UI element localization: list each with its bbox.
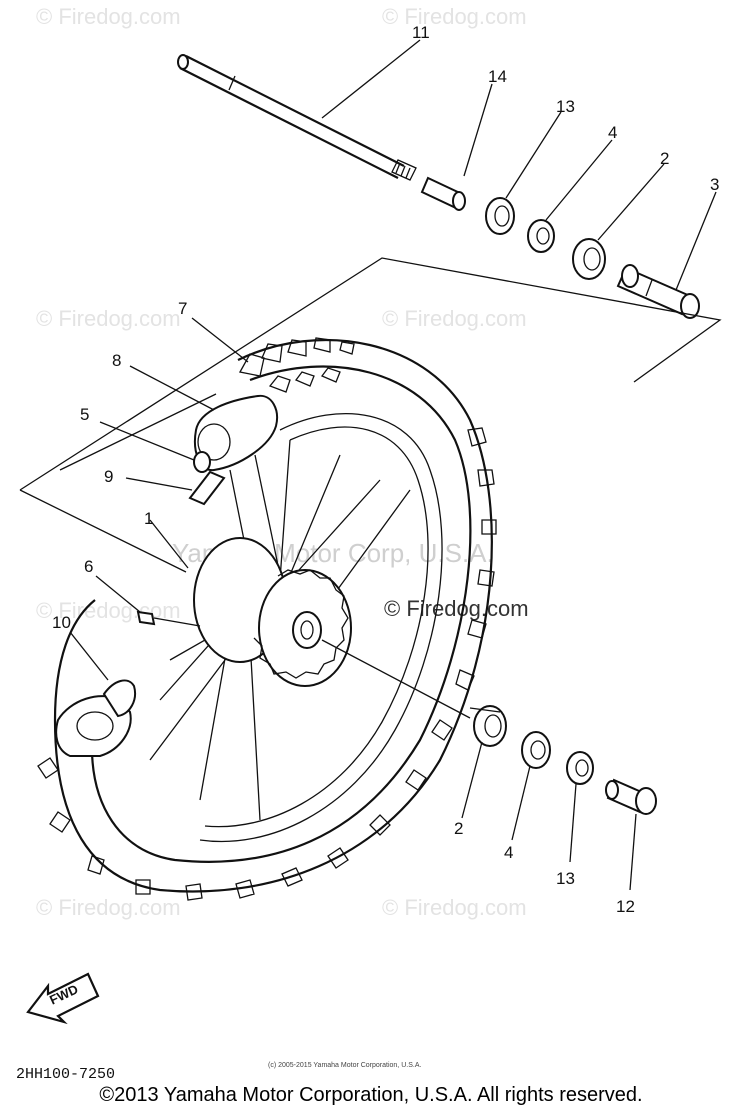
watermark-center: © Firedog.com [384,596,529,621]
watermark: © Firedog.com [36,895,181,920]
oil-seal-part-lower [566,751,594,785]
callout-9: 9 [104,467,114,486]
watermark: © Firedog.com [382,895,527,920]
bearing-part-lower [469,705,507,747]
callout-4-top: 4 [608,123,618,142]
callout-1: 1 [144,509,154,528]
collar-flange-part [616,264,700,319]
wheel-assembly [37,337,497,901]
fwd-arrow-icon [26,972,100,1025]
watermark: © Firedog.com [382,4,527,29]
callout-7: 7 [178,299,188,318]
callout-8: 8 [112,351,122,370]
callout-13-top: 13 [556,97,575,116]
watermark: © Firedog.com [382,306,527,331]
callout-12: 12 [616,897,635,916]
callout-11: 11 [412,23,430,42]
axle-part [177,54,417,181]
watermark: © Firedog.com [36,306,181,331]
callout-10: 10 [52,613,71,632]
collar-part-lower [605,778,657,815]
callout-4-bottom: 4 [504,843,514,862]
footer-copyright: ©2013 Yamaha Motor Corporation, U.S.A. A… [99,1084,643,1106]
leader-lines [69,39,717,891]
bearing-part [572,238,606,280]
callout-5: 5 [80,405,90,424]
watermark: © Firedog.com [36,4,181,29]
callout-2-top: 2 [660,149,670,168]
callout-13-bottom: 13 [556,869,575,888]
diagram-code: 2HH100-7250 [16,1066,116,1083]
callout-14: 14 [488,67,507,86]
spacer-part [527,219,555,253]
small-copyright: (c) 2005-2015 Yamaha Motor Corporation, … [268,1062,422,1069]
oil-seal-part [485,197,515,235]
callout-2-bottom: 2 [454,819,464,838]
spacer-part-lower [521,731,551,769]
callout-6: 6 [84,557,94,576]
callout-3: 3 [710,175,720,194]
collar-part [420,176,466,211]
